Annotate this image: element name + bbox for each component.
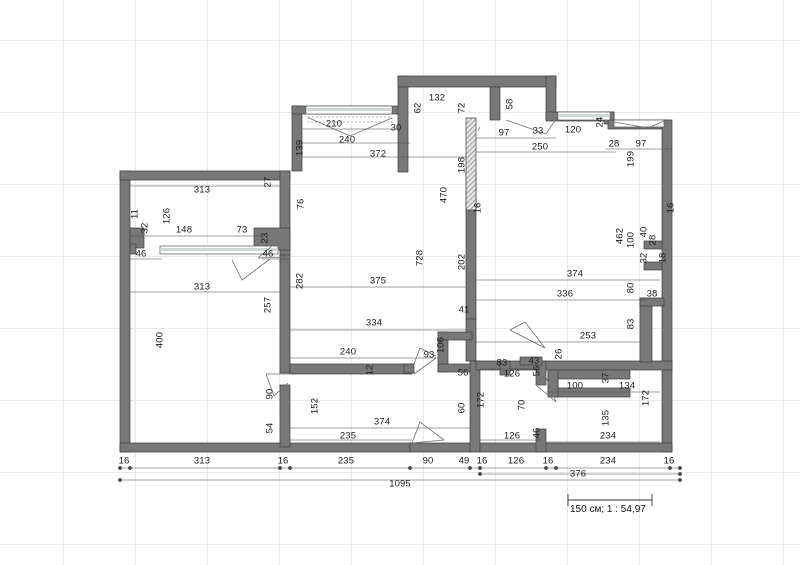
dimension-label: 38 [646,288,658,300]
dimension-label: 126 [503,430,521,442]
dimension-label: 234 [599,430,617,442]
dimension-label: 375 [369,275,387,287]
dimension-label: 56 [457,367,469,379]
dimension-label: 70 [516,399,528,411]
dimension-label: 37 [600,372,612,384]
dimension-label: 46 [531,427,543,439]
dimension-label: 240 [339,346,357,358]
dimension-label: 148 [175,224,193,236]
dimension-label: 23 [259,232,271,244]
dimension-label: 56 [531,365,543,377]
dimension-label: 28 [608,138,620,150]
dimension-label: 73 [236,224,248,236]
dimension-label: 139 [294,139,306,157]
dimension-label: 90 [264,388,276,400]
dimension-label: 16 [542,455,554,467]
dimension-label: 28 [647,234,659,246]
scale-bar-label: 150 см; 1 : 54,97 [570,504,646,515]
dimension-label: 11 [129,208,141,220]
dimension-label: 172 [475,391,487,409]
dimension-label: 120 [564,124,582,136]
dimension-label: 372 [369,148,387,160]
dimension-label: 93 [423,349,435,361]
dimension-label: 313 [193,281,211,293]
dimension-label: 1095 [389,478,411,490]
dimension-label: 253 [579,330,597,342]
dimension-label: 76 [295,198,307,210]
dimension-label: 46 [262,248,274,260]
dimension-label: 313 [193,455,211,467]
dimension-label: 132 [428,92,446,104]
dimension-label: 240 [338,134,356,146]
dimension-label: 16 [472,202,484,214]
dimension-label: 313 [193,184,211,196]
dimension-label: 97 [498,127,510,139]
dimension-label: 12 [364,364,376,376]
dimension-label: 16 [277,455,289,467]
dimension-label: 235 [339,430,357,442]
dimension-label: 470 [438,186,450,204]
dimension-label: 282 [294,272,306,290]
dimension-label: 100 [566,380,584,392]
dimension-label: 135 [600,409,612,427]
dimension-label: 97 [635,138,647,150]
dimension-label: 728 [414,249,426,267]
dimension-label: 54 [264,422,276,434]
dimension-label: 60 [456,402,468,414]
dimension-label: 400 [154,331,166,349]
dimension-label: 257 [262,296,274,314]
dimension-label: 235 [337,455,355,467]
dimension-label: 134 [618,380,636,392]
windows-group [159,105,665,255]
door-swings-group [231,117,665,444]
dimension-label: 24 [594,116,606,128]
dimension-label: 336 [556,288,574,300]
dimension-label: 202 [456,253,468,271]
dimension-label: 18 [657,252,669,264]
dimension-label: 16 [663,455,675,467]
dimension-label: 41 [458,304,470,316]
dimension-label: 198 [456,156,468,174]
dimension-label: 374 [566,268,584,280]
dimension-label: 376 [569,468,587,480]
dimension-label: 33 [532,125,544,137]
dimension-label: 72 [456,102,468,114]
dimension-label: 43 [528,355,540,367]
dimension-label: 80 [625,282,637,294]
dimension-label: 374 [373,416,391,428]
dimension-label: 46 [135,248,147,260]
dimension-label: 126 [161,207,173,225]
dimension-label: 83 [625,318,637,330]
dimension-label: 172 [640,389,652,407]
dimension-label: 27 [262,176,274,188]
dimension-label: 126 [507,455,525,467]
dimension-label: 100 [625,231,637,249]
dimension-label: 152 [309,397,321,415]
dimension-label: 462 [614,227,626,245]
dimension-label: 32 [139,222,151,234]
dimension-label: 49 [458,455,470,467]
dimension-label: 62 [412,102,424,114]
dimension-label: 106 [435,336,447,354]
dimension-label: 126 [503,368,521,380]
dimension-label: 26 [553,348,565,360]
dimension-label: 58 [504,98,516,110]
dimension-label: 234 [599,455,617,467]
dimension-label: 32 [638,252,650,264]
dimension-lines-group [118,128,682,482]
dimension-label: 83 [496,357,508,369]
dimension-label: 30 [390,122,402,134]
scale-bar [567,494,653,506]
dimension-label: 90 [422,455,434,467]
dimension-label: 16 [118,455,130,467]
dimension-label: 16 [476,455,488,467]
dimension-label: 334 [365,317,383,329]
dimension-label: 210 [325,118,343,130]
dimension-label: 16 [665,202,677,214]
dimension-label: 250 [531,141,549,153]
dimension-label: 199 [625,150,637,168]
